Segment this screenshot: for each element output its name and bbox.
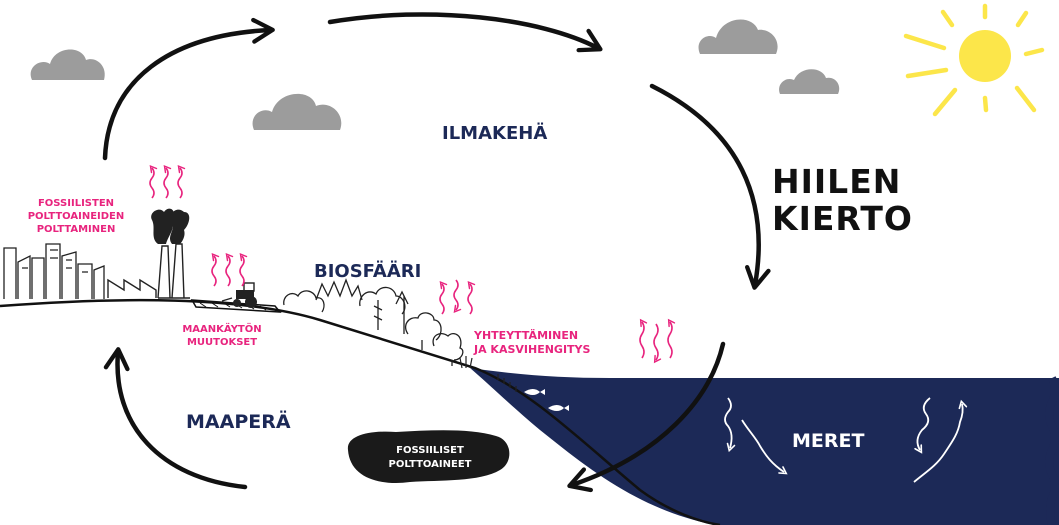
arrow-top [327, 12, 603, 53]
fossil-fuel-deposit [347, 430, 510, 483]
cloud-icon [779, 69, 840, 94]
label-fossil-fuels-line: FOSSIILISET [396, 445, 464, 456]
cloud-icon [698, 19, 778, 54]
label-fossil-burning-line: POLTTAMINEN [37, 224, 116, 235]
ocean-current-arrows [724, 397, 968, 483]
label-photosynthesis: YHTEYTTÄMINEN JA KASVIHENGITYS [473, 328, 591, 356]
sun-icon [903, 3, 1045, 117]
emission-arrows-land [211, 252, 248, 287]
reeds-icon [459, 356, 517, 392]
tractor-icon [221, 282, 257, 308]
title-line-1: HIILEN [772, 162, 901, 201]
smoke-icon [151, 208, 190, 244]
label-maapera: MAAPERÄ [186, 409, 291, 433]
exchange-arrows-ocean [639, 318, 676, 364]
label-ilmakeha: ILMAKEHÄ [442, 122, 547, 144]
arrow-top-left [102, 17, 275, 161]
label-fossil-burning-line: FOSSIILISTEN [38, 198, 114, 209]
label-photosynthesis-line: JA KASVIHENGITYS [473, 343, 591, 356]
tree-icon [283, 278, 464, 366]
label-fossil-burning-line: POLTTOAINEIDEN [28, 211, 125, 222]
arrow-bottom-left-up [103, 347, 248, 490]
emission-arrows-fossil [149, 164, 186, 199]
label-fossil-fuels-line: POLTTOAINEET [389, 459, 472, 470]
city-skyline-icon [3, 243, 105, 299]
label-fossil-fuels: FOSSIILISET POLTTOAINEET [389, 445, 472, 470]
label-meret: MERET [792, 430, 864, 452]
label-land-use-line: MUUTOKSET [187, 337, 257, 348]
label-biosfaari: BIOSFÄÄRI [314, 260, 421, 282]
factory-icon [107, 243, 190, 299]
fish-icon [524, 389, 569, 411]
label-land-use: MAANKÄYTÖN MUUTOKSET [182, 321, 261, 348]
title-line-2: KIERTO [772, 199, 913, 238]
exchange-arrows-biosphere [439, 279, 476, 315]
arrow-ocean-to-fossil [567, 341, 726, 493]
cloud-icon [252, 93, 342, 130]
label-photosynthesis-line: YHTEYTTÄMINEN [473, 328, 578, 342]
arrow-right-down [649, 83, 771, 290]
label-fossil-burning: FOSSIILISTEN POLTTOAINEIDEN POLTTAMINEN [28, 198, 125, 235]
ocean-area [470, 368, 1059, 525]
label-land-use-line: MAANKÄYTÖN [182, 321, 261, 335]
cloud-icon [30, 49, 105, 80]
